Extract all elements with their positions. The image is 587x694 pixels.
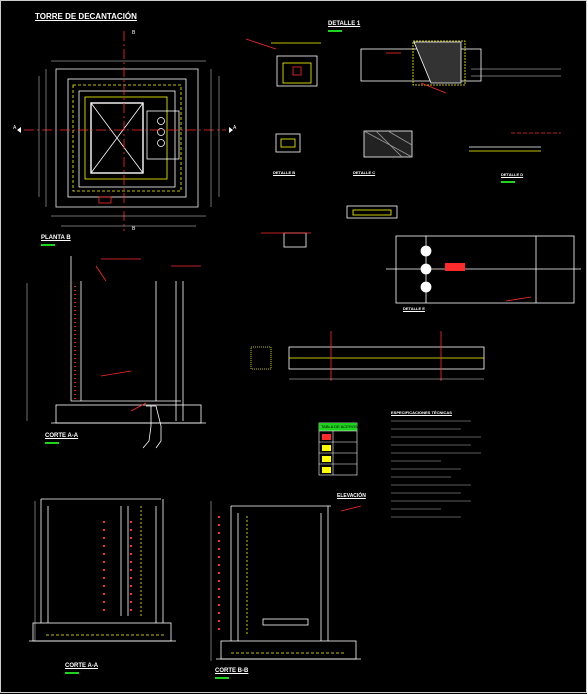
section-aa-2-tag: [65, 672, 79, 674]
detail-c-label: DETALLE C: [353, 170, 376, 175]
section-marker-a-right: A: [233, 125, 237, 131]
section-bb-tag: [215, 677, 229, 679]
detail-b-label: DETALLE B: [273, 170, 296, 175]
notes-title: ESPECIFICACIONES TÉCNICAS: [391, 410, 452, 415]
plan-view: [17, 31, 233, 231]
section-marker-a-left: A: [13, 125, 17, 131]
detail-e-label: DETALLE E: [403, 306, 425, 311]
detail-d-tag: [501, 181, 515, 183]
detail-1-label: DETALLE 1: [328, 21, 361, 27]
section-aa-lower-view: [29, 498, 176, 642]
plan-view-tag: [41, 244, 55, 246]
detail-b-view: [360, 40, 561, 94]
beam-detail-view: [250, 232, 485, 381]
steel-table-title: TABLA DE ACEROS: [321, 424, 358, 429]
detail-d-label: DETALLE D: [501, 172, 524, 177]
detail-1-tag: [328, 30, 342, 32]
section-marker-b-top: B: [132, 30, 136, 36]
section-aa-view: [26, 256, 206, 449]
detail-1-view: [245, 38, 321, 87]
section-aa-label: CORTE A-A: [45, 433, 79, 439]
steel-table: [318, 422, 358, 476]
drawing-title: TORRE DE DECANTACIÓN: [35, 12, 137, 21]
section-aa-tag: [45, 442, 59, 444]
section-bb-label: CORTE B-B: [215, 668, 249, 674]
plan-view-label: PLANTA B: [41, 235, 71, 241]
elevation-label: ELEVACIÓN: [337, 493, 366, 499]
detail-e-view: [386, 235, 581, 304]
section-marker-b-bottom: B: [132, 226, 136, 232]
detail-small-views: [275, 130, 561, 219]
section-aa-2-label: CORTE A-A: [65, 663, 99, 669]
section-bb-view: [210, 501, 362, 661]
notes-lines: [391, 420, 481, 518]
